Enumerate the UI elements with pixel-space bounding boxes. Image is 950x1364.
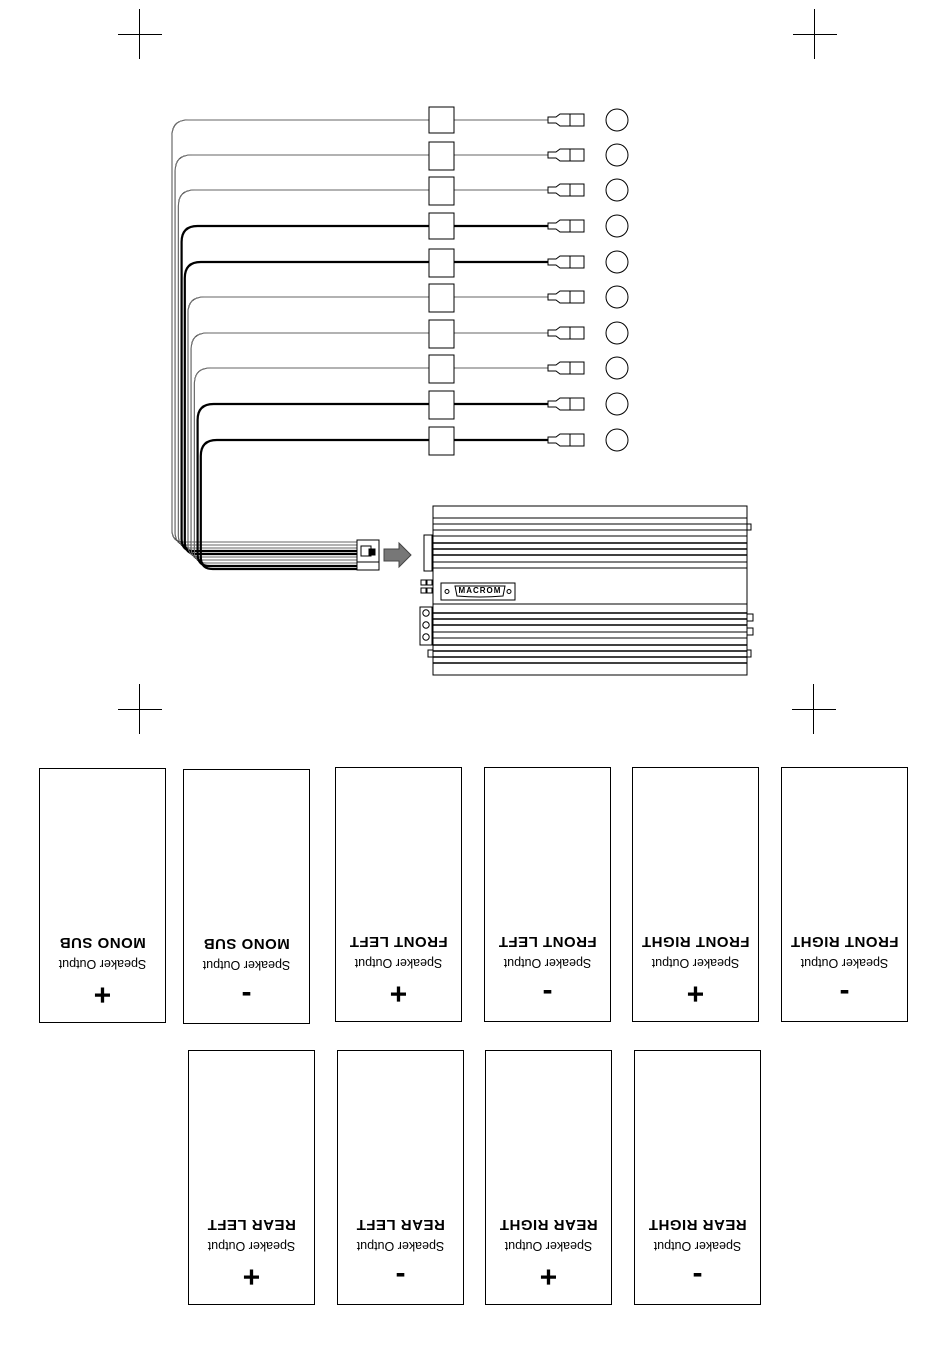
- wire-core: [172, 120, 548, 542]
- polarity-sign: +: [189, 1261, 314, 1291]
- spade-terminal: [548, 149, 584, 161]
- number-circle: [606, 322, 628, 344]
- wiring-diagram: MACROM: [0, 0, 950, 700]
- channel-name: REAR RIGHT: [486, 1216, 611, 1233]
- speaker-label-content: - Speaker Output REAR RIGHT: [635, 1051, 760, 1304]
- speaker-label-card: + Speaker Output REAR LEFT: [188, 1050, 315, 1305]
- speaker-label-content: + Speaker Output MONO SUB: [40, 769, 165, 1022]
- speaker-label-card: - Speaker Output REAR LEFT: [337, 1050, 464, 1305]
- wire-core: [178, 190, 548, 548]
- number-circle: [606, 215, 628, 237]
- wire-tag-boxes: [429, 107, 454, 455]
- polarity-sign: +: [336, 978, 461, 1008]
- spade-terminal: [548, 256, 584, 268]
- speaker-label-card: + Speaker Output MONO SUB: [39, 768, 166, 1023]
- spade-terminals: [548, 114, 584, 446]
- speaker-label-card: - Speaker Output FRONT LEFT: [484, 767, 611, 1022]
- polarity-sign: -: [485, 978, 610, 1008]
- harness-plug: [357, 540, 379, 570]
- wire-tag-box: [429, 284, 454, 312]
- spade-terminal: [548, 434, 584, 446]
- number-circle: [606, 179, 628, 201]
- spade-terminal: [548, 362, 584, 374]
- wire: [178, 190, 548, 548]
- polarity-sign: +: [486, 1261, 611, 1291]
- arrow-icon: [384, 543, 411, 567]
- speaker-output-text: Speaker Output: [485, 956, 610, 970]
- speaker-output-text: Speaker Output: [338, 1239, 463, 1253]
- amplifier-brand: MACROM: [459, 586, 502, 595]
- polarity-sign: -: [338, 1261, 463, 1291]
- speaker-label-card: - Speaker Output REAR RIGHT: [634, 1050, 761, 1305]
- speaker-output-text: Speaker Output: [40, 957, 165, 971]
- wire: [172, 120, 548, 542]
- channel-name: REAR LEFT: [338, 1216, 463, 1233]
- speaker-output-text: Speaker Output: [336, 956, 461, 970]
- wire-tag-box: [429, 427, 454, 455]
- speaker-output-text: Speaker Output: [486, 1239, 611, 1253]
- spade-terminal: [548, 398, 584, 410]
- polarity-sign: -: [782, 978, 907, 1008]
- speaker-label-card: - Speaker Output FRONT RIGHT: [781, 767, 908, 1022]
- wire-harness: [172, 120, 548, 569]
- spade-terminal: [548, 291, 584, 303]
- speaker-label-card: + Speaker Output FRONT LEFT: [335, 767, 462, 1022]
- number-circle: [606, 251, 628, 273]
- spade-terminal: [548, 327, 584, 339]
- number-circle: [606, 286, 628, 308]
- channel-name: FRONT LEFT: [336, 933, 461, 950]
- number-circle: [606, 144, 628, 166]
- channel-name: MONO SUB: [184, 935, 309, 952]
- speaker-label-content: - Speaker Output REAR LEFT: [338, 1051, 463, 1304]
- speaker-label-content: - Speaker Output FRONT RIGHT: [782, 768, 907, 1021]
- channel-name: MONO SUB: [40, 934, 165, 951]
- number-circle: [606, 357, 628, 379]
- speaker-output-text: Speaker Output: [782, 956, 907, 970]
- speaker-label-content: + Speaker Output REAR RIGHT: [486, 1051, 611, 1304]
- wire-tag-box: [429, 142, 454, 170]
- wire-tag-box: [429, 391, 454, 419]
- speaker-label-content: + Speaker Output REAR LEFT: [189, 1051, 314, 1304]
- wire-tag-box: [429, 320, 454, 348]
- polarity-sign: +: [633, 978, 758, 1008]
- channel-name: REAR LEFT: [189, 1216, 314, 1233]
- speaker-output-text: Speaker Output: [184, 958, 309, 972]
- speaker-label-card: + Speaker Output FRONT RIGHT: [632, 767, 759, 1022]
- channel-name: REAR RIGHT: [635, 1216, 760, 1233]
- wire-tag-box: [429, 249, 454, 277]
- speaker-label-content: - Speaker Output FRONT LEFT: [485, 768, 610, 1021]
- wire-tag-box: [429, 107, 454, 133]
- channel-name: FRONT RIGHT: [633, 933, 758, 950]
- speaker-label-card: + Speaker Output REAR RIGHT: [485, 1050, 612, 1305]
- wire: [175, 155, 548, 545]
- spade-terminal: [548, 114, 584, 126]
- speaker-label-content: + Speaker Output FRONT LEFT: [336, 768, 461, 1021]
- wire-tag-box: [429, 355, 454, 383]
- speaker-label-content: - Speaker Output MONO SUB: [184, 770, 309, 1023]
- speaker-label-content: + Speaker Output FRONT RIGHT: [633, 768, 758, 1021]
- number-circle: [606, 393, 628, 415]
- number-circles: [606, 109, 628, 451]
- wire-core: [175, 155, 548, 545]
- wire-tag-box: [429, 177, 454, 205]
- wire: [182, 226, 548, 551]
- wire-tag-box: [429, 213, 454, 239]
- speaker-output-text: Speaker Output: [633, 956, 758, 970]
- speaker-output-text: Speaker Output: [635, 1239, 760, 1253]
- spade-terminal: [548, 220, 584, 232]
- polarity-sign: -: [635, 1261, 760, 1291]
- channel-name: FRONT RIGHT: [782, 933, 907, 950]
- polarity-sign: -: [184, 980, 309, 1010]
- polarity-sign: +: [40, 979, 165, 1009]
- number-circle: [606, 109, 628, 131]
- number-circle: [606, 429, 628, 451]
- channel-name: FRONT LEFT: [485, 933, 610, 950]
- spade-terminal: [548, 184, 584, 196]
- speaker-label-card: - Speaker Output MONO SUB: [183, 769, 310, 1024]
- speaker-output-text: Speaker Output: [189, 1239, 314, 1253]
